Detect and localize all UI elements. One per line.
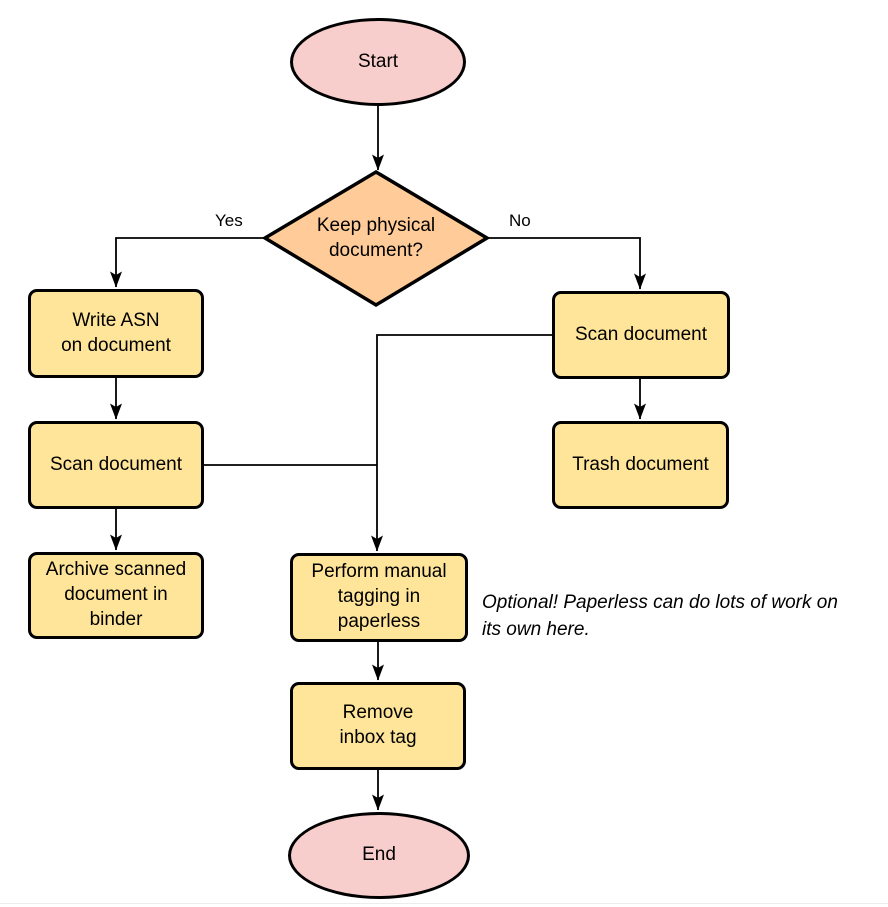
node-decision-keep-physical-document: Keep physical document? <box>261 166 491 311</box>
node-perform-manual-tagging: Perform manual tagging in paperless <box>290 553 468 642</box>
decision-label: Keep physical document? <box>316 214 436 261</box>
node-archive-scanned-document: Archive scanned document in binder <box>28 552 204 639</box>
node-scan-document-left: Scan document <box>28 421 204 509</box>
node-remove-inbox-tag: Remove inbox tag <box>290 682 466 770</box>
node-start: Start <box>290 18 466 106</box>
node-trash-document: Trash document <box>552 421 729 509</box>
node-write-asn-on-document: Write ASN on document <box>28 289 204 378</box>
diamond-shape <box>261 169 491 308</box>
edge-label-yes: Yes <box>213 211 245 231</box>
edge-decision-yes-to-write-asn <box>110 237 264 288</box>
edge-label-no: No <box>507 211 533 231</box>
annotation-optional-paperless: Optional! Paperless can do lots of work … <box>482 592 838 640</box>
node-end: End <box>288 812 470 899</box>
edge-scan-right-to-tagging <box>371 334 552 552</box>
bottom-divider <box>0 903 888 904</box>
node-scan-document-right: Scan document <box>552 291 730 379</box>
edge-decision-no-to-scan-right <box>488 237 646 290</box>
